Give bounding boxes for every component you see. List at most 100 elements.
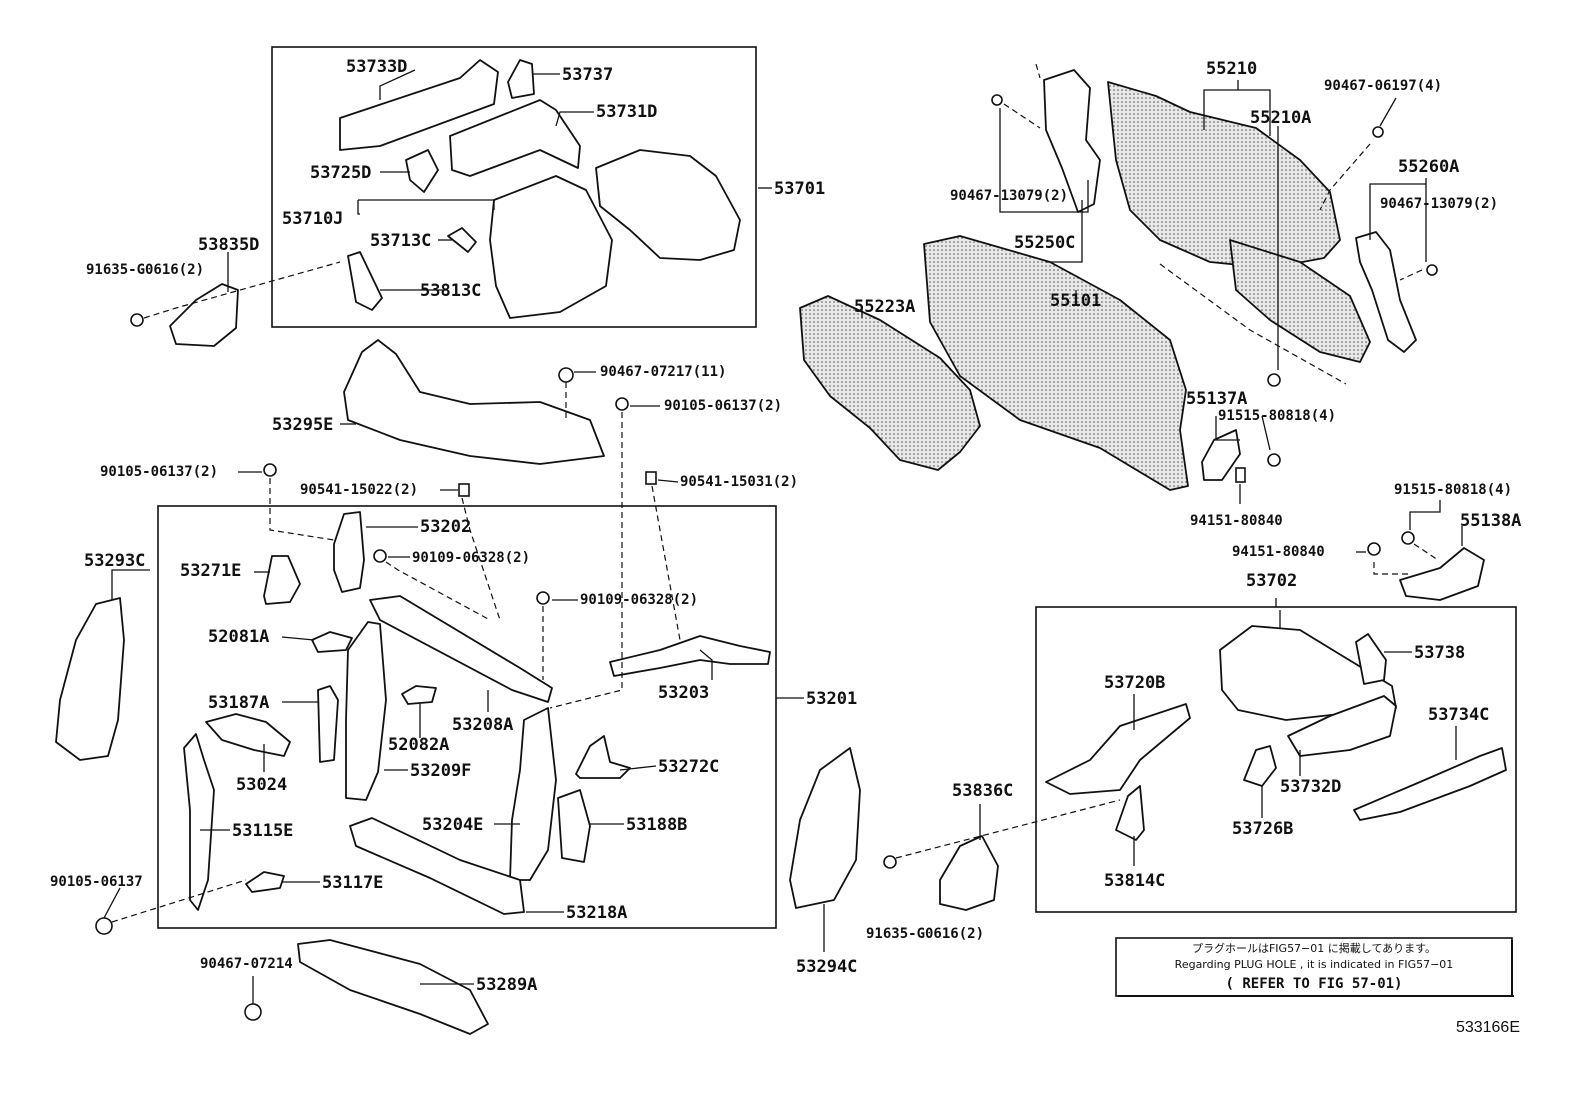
label-53218A: 53218A [566, 903, 627, 923]
label-55250C: 55250C [1014, 233, 1075, 253]
part-53835D-shape [169, 283, 239, 347]
group-box-53701 [271, 46, 757, 328]
label-90105-06137-b: 90105-06137(2) [100, 464, 218, 480]
label-53294C: 53294C [796, 957, 857, 977]
bolt-90467-13079-b [1426, 264, 1438, 276]
label-53710J: 53710J [282, 209, 343, 229]
clip-90541-15031 [645, 471, 657, 485]
bolt-91635-G0616-left [130, 313, 144, 327]
label-94151-80840-a: 94151-80840 [1190, 513, 1283, 529]
part-55138A-shape [1399, 547, 1485, 601]
part-53203-shape [609, 635, 771, 677]
part-53115E-shape [183, 733, 215, 911]
part-53293C-shape [55, 597, 125, 761]
bolt-91635-G0616-right [883, 855, 897, 869]
leader-lines [227, 69, 1463, 628]
label-55210A: 55210A [1250, 108, 1311, 128]
label-90541-15031: 90541-15031(2) [680, 474, 798, 490]
label-91515-80818-a: 91515-80818(4) [1218, 408, 1336, 424]
part-53295E-shape [343, 339, 605, 465]
part-53813C-shape [347, 251, 383, 311]
label-55101: 55101 [1050, 291, 1101, 311]
part-53204E-shape [509, 707, 557, 881]
label-90109-06328-b: 90109-06328(2) [580, 592, 698, 608]
part-53725D-shape [405, 149, 439, 193]
label-53713C: 53713C [370, 231, 431, 251]
label-53733D: 53733D [346, 57, 407, 77]
label-52081A: 52081A [208, 627, 269, 647]
label-91515-80818-b: 91515-80818(4) [1394, 482, 1512, 498]
note-refer: ( REFER TO FIG 57-01) [1225, 976, 1402, 992]
label-90467-07217: 90467-07217(11) [600, 364, 726, 380]
label-53732D: 53732D [1280, 777, 1341, 797]
part-53117E-shape [245, 871, 285, 893]
clip-90467-07217 [558, 367, 574, 383]
label-53271E: 53271E [180, 561, 241, 581]
part-53202-shape [333, 511, 365, 593]
label-53702: 53702 [1246, 571, 1297, 591]
label-90109-06328-a: 90109-06328(2) [412, 550, 530, 566]
label-53726B: 53726B [1232, 819, 1293, 839]
label-53738: 53738 [1414, 643, 1465, 663]
part-53187A-shape [317, 685, 339, 763]
label-53836C: 53836C [952, 781, 1013, 801]
label-53737: 53737 [562, 65, 613, 85]
part-53294C-shape [789, 747, 861, 909]
label-53835D: 53835D [198, 235, 259, 255]
label-53295E: 53295E [272, 415, 333, 435]
part-53814C-shape [1115, 785, 1145, 841]
label-55138A: 55138A [1460, 511, 1521, 531]
label-55223A: 55223A [854, 297, 915, 317]
label-55210: 55210 [1206, 59, 1257, 79]
bolt-90467-13079-a [991, 94, 1003, 106]
label-53024: 53024 [236, 775, 287, 795]
part-53218A-shape [349, 817, 525, 915]
label-52082A: 52082A [388, 735, 449, 755]
label-55260A: 55260A [1398, 157, 1459, 177]
label-53701: 53701 [774, 179, 825, 199]
label-90541-15022: 90541-15022(2) [300, 482, 418, 498]
label-90467-06197: 90467-06197(4) [1324, 78, 1442, 94]
part-55210-shape [1107, 81, 1341, 269]
bolt-90467-06197 [1372, 126, 1384, 138]
part-55137A-shape [1201, 429, 1241, 481]
group-box-53201 [157, 505, 777, 929]
nut-94151-80840-b [1367, 542, 1381, 556]
label-91635-G0616-left: 91635-G0616(2) [86, 262, 204, 278]
part-53726B-shape [1243, 745, 1277, 787]
label-91635-G0616-right: 91635-G0616(2) [866, 926, 984, 942]
part-55250C-shape [1043, 69, 1101, 213]
figure-id: 533166E [1456, 1019, 1520, 1036]
label-53187A: 53187A [208, 693, 269, 713]
label-53720B: 53720B [1104, 673, 1165, 693]
label-53289A: 53289A [476, 975, 537, 995]
bolt-91515-80818-a [1267, 453, 1281, 467]
label-53731D: 53731D [596, 102, 657, 122]
part-53271E-shape [263, 555, 301, 605]
part-53272C-shape [575, 735, 631, 779]
bolt-55210A-clip [1267, 373, 1281, 387]
note-japanese: プラグホールはFIG57−01 に掲載してあります。 [1192, 941, 1436, 955]
part-53710J-shape [489, 175, 613, 319]
note-english: Regarding PLUG HOLE , it is indicated in… [1175, 958, 1454, 971]
label-90105-06137-c: 90105-06137 [50, 874, 143, 890]
label-53115E: 53115E [232, 821, 293, 841]
label-53202: 53202 [420, 517, 471, 537]
bolt-90109-06328-a [373, 549, 387, 563]
label-53203: 53203 [658, 683, 709, 703]
label-53117E: 53117E [322, 873, 383, 893]
bolt-91515-80818-b [1401, 531, 1415, 545]
label-90467-07214: 90467-07214 [200, 956, 293, 972]
part-52081A-shape [311, 631, 353, 653]
part-53188B-shape [557, 789, 591, 863]
part-53836C-shape [939, 835, 999, 911]
clip-94151-80840-a [1235, 467, 1246, 483]
part-53024-shape [205, 713, 291, 757]
part-53734C-shape [1353, 747, 1507, 821]
part-53289A-shape [297, 939, 489, 1035]
part-tower-shape [595, 149, 741, 261]
label-53725D: 53725D [310, 163, 371, 183]
label-90105-06137-a: 90105-06137(2) [664, 398, 782, 414]
label-53201: 53201 [806, 689, 857, 709]
